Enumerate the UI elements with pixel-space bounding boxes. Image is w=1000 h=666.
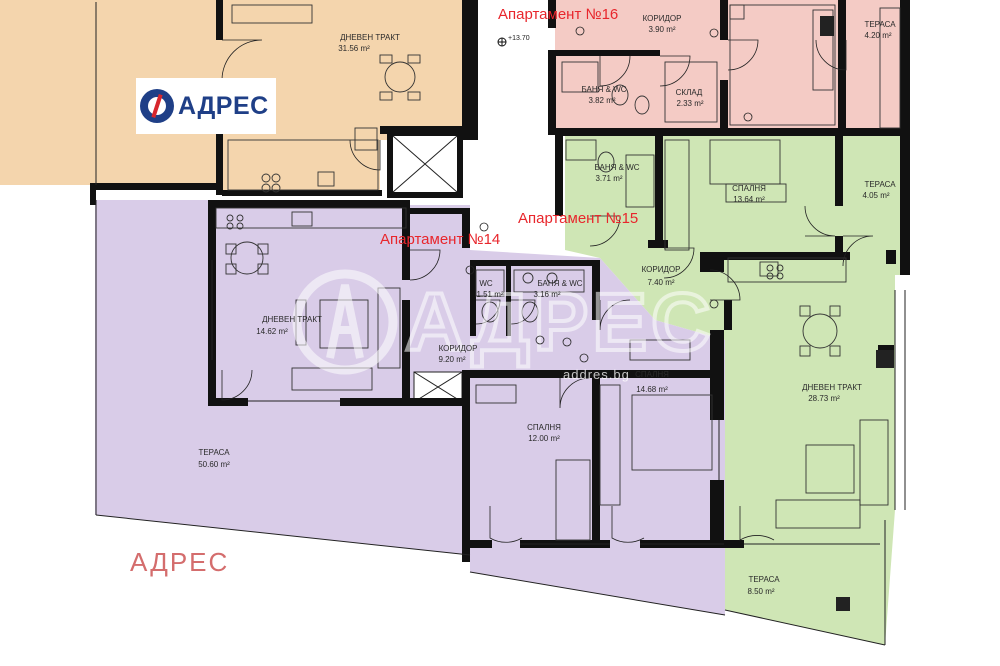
- room-area: 3.82 m²: [588, 96, 615, 105]
- room-name: СПАЛНЯ: [732, 184, 766, 193]
- room-area: 31.56 m²: [338, 44, 370, 53]
- room-name: ТЕРАСА: [864, 180, 896, 189]
- room-area: 4.20 m²: [864, 31, 891, 40]
- floor-drain: [836, 597, 850, 611]
- room-name: СПАЛНЯ: [635, 370, 669, 379]
- room-name: БАНЯ & WC: [594, 163, 639, 172]
- watermark-url: addres.bg: [563, 367, 630, 382]
- apartment-16-label: Апартамент №16: [498, 6, 618, 23]
- room-name: ДНЕВЕН ТРАКТ: [262, 315, 322, 324]
- room-name: СКЛАД: [676, 88, 703, 97]
- room-name: БАНЯ & WC: [581, 85, 626, 94]
- zones: [0, 0, 905, 645]
- duct-apt15: [876, 350, 894, 368]
- brand-caption: АДРЕС: [130, 547, 230, 577]
- stair-arrows: [465, 26, 753, 363]
- room-area: 2.33 m²: [676, 99, 703, 108]
- apartment-14-label: Апартамент №14: [380, 231, 500, 248]
- brand-logo-icon: [140, 89, 174, 123]
- room-area: 3.16 m²: [533, 290, 560, 299]
- zone-apartment-14: [95, 200, 725, 615]
- svg-text:АДРЕС: АДРЕС: [405, 277, 714, 368]
- level-mark: +13.70: [497, 35, 530, 47]
- room-name: ТЕРАСА: [748, 575, 780, 584]
- room-name: КОРИДОР: [439, 344, 478, 353]
- room-name: ТЕРАСА: [198, 448, 230, 457]
- room-area: 13.64 m²: [733, 195, 765, 204]
- hall-box-cross: [413, 371, 463, 403]
- brand-logo: АДРЕС: [136, 78, 276, 134]
- room-area: 14.62 m²: [256, 327, 288, 336]
- room-name: БАНЯ & WC: [537, 279, 582, 288]
- duct-apt16: [820, 16, 834, 36]
- window-lines: [95, 2, 906, 646]
- brand-logo-text: АДРЕС: [178, 91, 269, 120]
- room-name: КОРИДОР: [643, 14, 682, 23]
- doors: [221, 39, 874, 543]
- apartment-15-label: Апартамент №15: [518, 210, 638, 227]
- room-area: 7.40 m²: [647, 278, 674, 287]
- room-name: ТЕРАСА: [864, 20, 896, 29]
- room-area: 8.50 m²: [747, 587, 774, 596]
- room-name: КОРИДОР: [642, 265, 681, 274]
- room-area: 14.68 m²: [636, 385, 668, 394]
- room-labels: ДНЕВЕН ТРАКТ 31.56 m² КОРИДОР 3.90 m² ТЕ…: [198, 14, 896, 596]
- room-area: 50.60 m²: [198, 460, 230, 469]
- room-name: WC: [479, 279, 493, 288]
- svg-text:+13.70: +13.70: [508, 35, 530, 42]
- elevator-cross: [392, 135, 458, 193]
- zone-apartment-15: [565, 135, 905, 645]
- room-area: 3.90 m²: [648, 25, 675, 34]
- furniture: [215, 4, 901, 541]
- room-name: ДНЕВЕН ТРАКТ: [802, 383, 862, 392]
- room-area: 9.20 m²: [438, 355, 465, 364]
- room-area: 4.05 m²: [862, 191, 889, 200]
- room-area: 3.71 m²: [595, 174, 622, 183]
- room-area: 1.51 m²: [476, 290, 503, 299]
- room-area: 28.73 m²: [808, 394, 840, 403]
- watermark: АДРЕС: [292, 269, 714, 375]
- room-name: СПАЛНЯ: [527, 423, 561, 432]
- room-name: ДНЕВЕН ТРАКТ: [340, 33, 400, 42]
- room-area: 12.00 m²: [528, 434, 560, 443]
